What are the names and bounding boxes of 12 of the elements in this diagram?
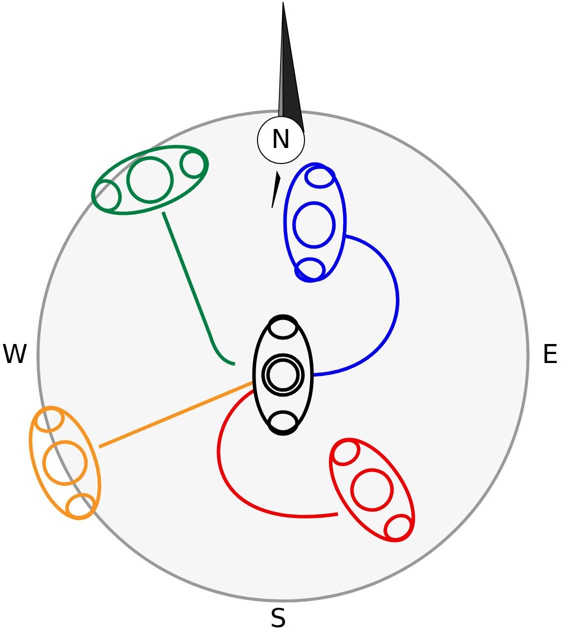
ellipse-cluster-drawing <box>283 162 347 283</box>
connector-line <box>312 234 400 377</box>
ellipse-cluster-drawing <box>328 438 416 542</box>
ellipse-cluster-drawing <box>28 406 102 520</box>
connector-line <box>161 211 236 366</box>
compass-direction-letter: S <box>270 604 287 634</box>
ellipse-cluster-drawing <box>91 144 209 216</box>
compass-direction-letter: E <box>542 340 558 370</box>
ellipse-cluster-drawing <box>252 314 314 436</box>
connector-line <box>217 388 338 518</box>
compass-direction-letter: W <box>2 340 28 370</box>
connector-line <box>98 380 255 449</box>
